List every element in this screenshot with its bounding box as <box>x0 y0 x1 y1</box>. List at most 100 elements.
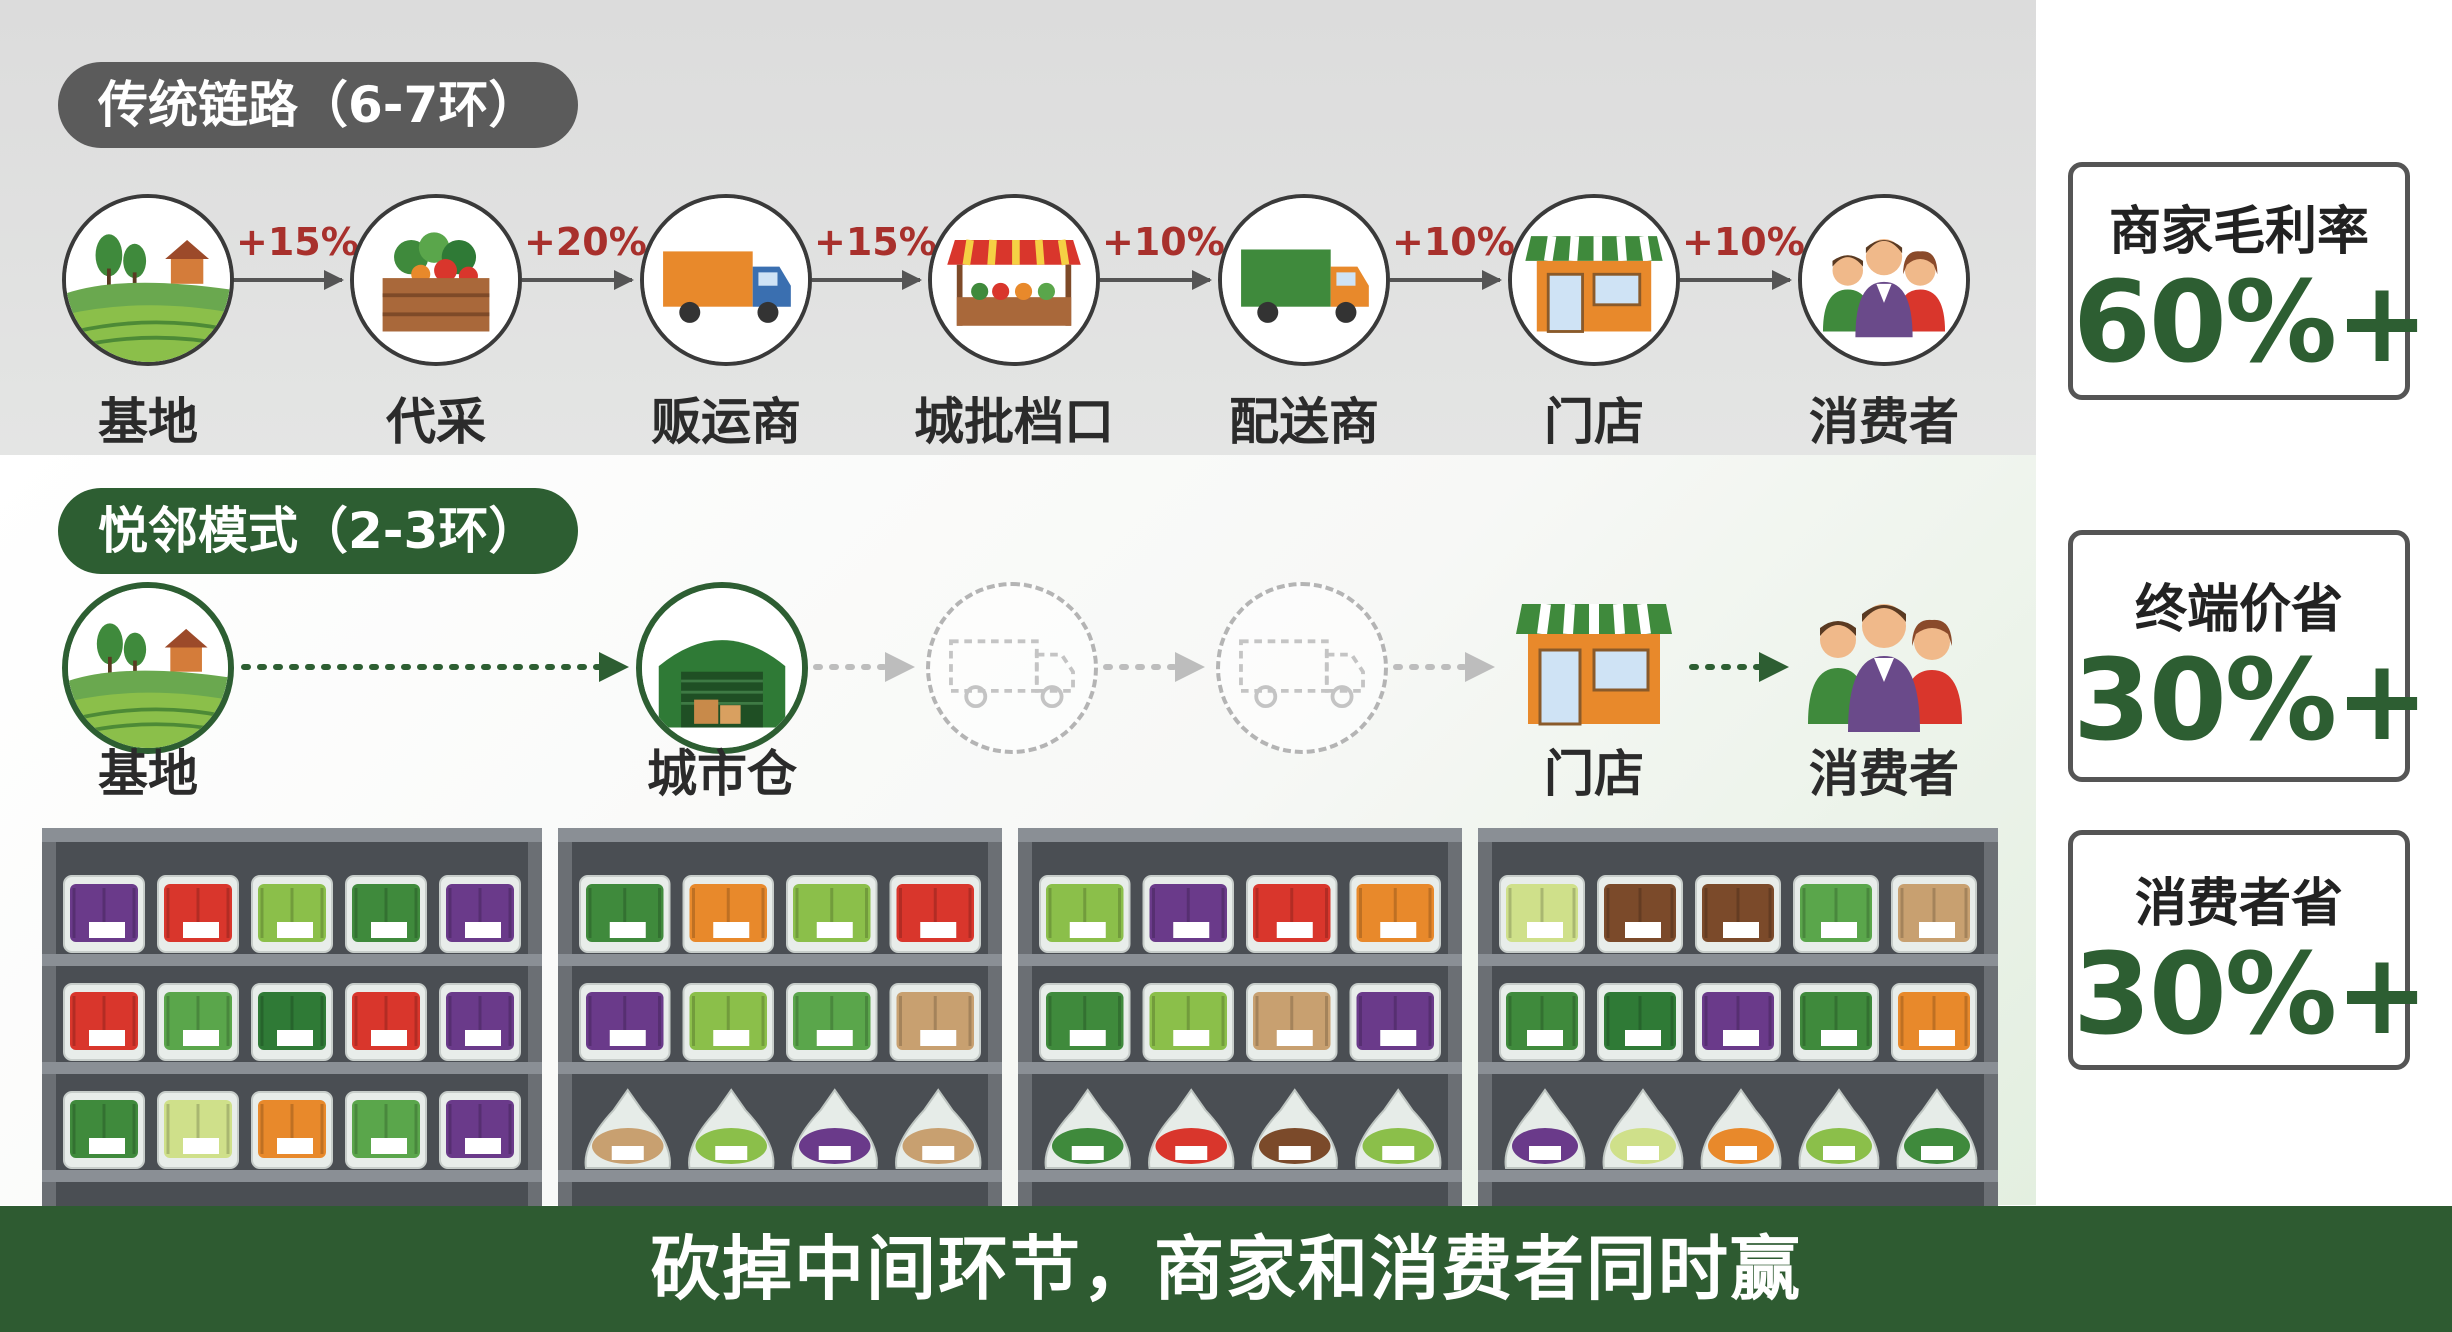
node-label: 配送商 <box>1229 393 1379 451</box>
produce-pack <box>251 875 333 953</box>
produce-pack <box>1891 875 1977 953</box>
node-base: 基地 <box>62 194 234 451</box>
green-truck-icon <box>1218 194 1390 366</box>
produce-pack <box>579 983 671 1061</box>
node-label: 门店 <box>1544 745 1644 803</box>
node-label: 代采 <box>386 393 486 451</box>
produce-pack <box>786 875 878 953</box>
produce-pack <box>157 983 239 1061</box>
stat-label: 商家毛利率 <box>2108 202 2369 262</box>
footer-banner: 砍掉中间环节，商家和消费者同时赢 <box>0 1206 2452 1332</box>
markup-label: +15% <box>236 220 359 264</box>
produce-pack <box>1246 983 1338 1061</box>
node-label: 基地 <box>98 393 198 451</box>
traditional-chain-title: 传统链路（6-7环） <box>58 62 578 148</box>
produce-pack <box>1504 1088 1586 1169</box>
produce-pack <box>889 983 981 1061</box>
storefront-icon <box>1516 603 1672 726</box>
produce-pack <box>251 983 333 1061</box>
produce-pack <box>1246 875 1338 953</box>
produce-pack <box>439 983 521 1061</box>
produce-pack <box>157 875 239 953</box>
produce-pack <box>1349 875 1441 953</box>
node-wholesale-stall: 城批档口 <box>914 194 1114 451</box>
stat-value: 30%+ <box>2073 930 2429 1060</box>
produce-pack <box>63 983 145 1061</box>
farm-icon <box>62 582 234 754</box>
node-label: 消费者 <box>1809 393 1959 451</box>
stat-value: 60%+ <box>2073 258 2429 388</box>
yuelin-model-title: 悦邻模式（2-3环） <box>58 488 578 574</box>
produce-pack <box>1597 875 1683 953</box>
produce-pack <box>63 1091 145 1169</box>
node-label: 消费者 <box>1809 745 1959 803</box>
produce-pack <box>1499 875 1585 953</box>
produce-crate-icon <box>350 194 522 366</box>
produce-pack <box>1044 1088 1131 1169</box>
produce-pack <box>682 983 774 1061</box>
produce-pack <box>63 875 145 953</box>
produce-shelves-illustration <box>42 828 1998 1208</box>
node-store: 门店 <box>1508 194 1680 451</box>
storefront-icon <box>1508 194 1680 366</box>
markup-label: +20% <box>524 220 647 264</box>
stat-consumer-savings: 消费者省 30%+ <box>2068 830 2429 1070</box>
node-store: 门店 <box>1508 582 1680 803</box>
produce-pack <box>1142 983 1234 1061</box>
farm-icon <box>62 194 234 366</box>
produce-pack <box>895 1088 982 1169</box>
node-consumer: 消费者 <box>1798 194 1970 451</box>
markup-label: +15% <box>814 220 937 264</box>
produce-pack <box>1793 875 1879 953</box>
produce-pack <box>1349 983 1441 1061</box>
market-stall-icon <box>928 194 1100 366</box>
family-icon <box>1808 604 1962 732</box>
stat-label: 终端价省 <box>2134 580 2343 640</box>
stat-value: 30%+ <box>2073 636 2429 766</box>
bypassed-truck-icon <box>926 582 1098 754</box>
produce-pack <box>1142 875 1234 953</box>
node-trader: 贩运商 <box>640 194 812 451</box>
produce-pack <box>345 875 427 953</box>
produce-pack <box>345 1091 427 1169</box>
stat-retail-price-savings: 终端价省 30%+ <box>2068 530 2429 782</box>
family-icon <box>1798 194 1970 366</box>
node-consumer: 消费者 <box>1798 582 1970 803</box>
produce-pack <box>1039 983 1131 1061</box>
produce-pack <box>1355 1088 1442 1169</box>
node-label: 基地 <box>98 745 198 803</box>
produce-pack <box>157 1091 239 1169</box>
produce-pack <box>688 1088 775 1169</box>
produce-pack <box>1499 983 1585 1061</box>
produce-pack <box>1039 875 1131 953</box>
node-label: 贩运商 <box>651 393 801 451</box>
produce-pack <box>889 875 981 953</box>
stat-label: 消费者省 <box>2134 874 2343 934</box>
produce-pack <box>1148 1088 1235 1169</box>
produce-pack <box>439 1091 521 1169</box>
node-label: 城批档口 <box>914 393 1114 451</box>
node-city-warehouse: 城市仓 <box>636 582 808 803</box>
bypassed-truck-icon <box>1216 582 1388 754</box>
markup-label: +10% <box>1392 220 1515 264</box>
orange-truck-icon <box>640 194 812 366</box>
produce-pack <box>439 875 521 953</box>
produce-pack <box>1896 1088 1978 1169</box>
produce-pack <box>251 1091 333 1169</box>
node-distributor: 配送商 <box>1218 194 1390 451</box>
produce-pack <box>1700 1088 1782 1169</box>
produce-pack <box>1891 983 1977 1061</box>
node-purchasing-agent: 代采 <box>350 194 522 451</box>
produce-pack <box>345 983 427 1061</box>
node-bypassed <box>926 582 1098 754</box>
produce-pack <box>584 1088 671 1169</box>
produce-pack <box>791 1088 878 1169</box>
node-base: 基地 <box>62 582 234 803</box>
produce-pack <box>682 875 774 953</box>
warehouse-icon <box>636 582 808 754</box>
produce-pack <box>579 875 671 953</box>
markup-label: +10% <box>1102 220 1225 264</box>
node-bypassed <box>1216 582 1388 754</box>
produce-pack <box>786 983 878 1061</box>
stat-merchant-margin: 商家毛利率 60%+ <box>2068 162 2429 400</box>
